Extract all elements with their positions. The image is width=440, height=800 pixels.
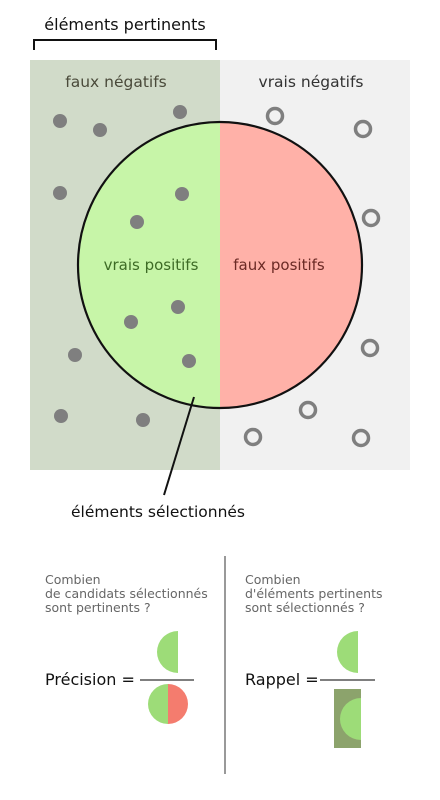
relevant-elements-label: éléments pertinents <box>44 15 205 34</box>
precision-question-line: Combien <box>45 572 101 587</box>
true-positives-label: vrais positifs <box>104 256 199 274</box>
dot <box>182 354 196 368</box>
dot <box>171 300 185 314</box>
dot <box>54 409 68 423</box>
dot <box>130 215 144 229</box>
irrelevant-dots <box>243 106 381 448</box>
ring <box>361 208 381 228</box>
true-negatives-label: vrais négatifs <box>259 73 364 91</box>
precision-question: Combien de candidats sélectionnés sont p… <box>45 573 208 615</box>
dot <box>175 187 189 201</box>
selected-elements-label: éléments sélectionnés <box>71 503 245 521</box>
false-positive-half <box>220 122 362 408</box>
ring <box>351 428 371 448</box>
recall-label: Rappel = <box>245 670 319 689</box>
ring <box>360 338 380 358</box>
precision-denominator-right-icon <box>168 684 188 724</box>
dot <box>53 114 67 128</box>
false-positives-label: faux positifs <box>233 256 325 274</box>
ring <box>353 119 373 139</box>
dot <box>93 123 107 137</box>
selected-circle <box>76 120 364 410</box>
recall-question-line: Combien <box>245 572 301 587</box>
dot <box>68 348 82 362</box>
precision-label: Précision = <box>45 670 135 689</box>
recall-numerator-icon <box>337 631 358 673</box>
relevant-dots <box>53 105 196 427</box>
recall-denominator-selected-icon <box>340 698 361 740</box>
relevant-bracket <box>33 39 217 50</box>
recall-question-line: sont sélectionnés ? <box>245 600 365 615</box>
recall-question-line: d'éléments pertinents <box>245 586 383 601</box>
dot <box>124 315 138 329</box>
ring <box>243 427 263 447</box>
selected-pointer <box>163 396 195 496</box>
precision-numerator-icon <box>157 631 178 673</box>
ring <box>298 400 318 420</box>
dot <box>53 186 67 200</box>
precision-question-line: sont pertinents ? <box>45 600 151 615</box>
dot <box>136 413 150 427</box>
ring <box>265 106 285 126</box>
false-negatives-label: faux négatifs <box>65 73 167 91</box>
precision-question-line: de candidats sélectionnés <box>45 586 208 601</box>
dot <box>173 105 187 119</box>
recall-question: Combien d'éléments pertinents sont sélec… <box>245 573 383 615</box>
precision-denominator-left-icon <box>148 684 168 724</box>
